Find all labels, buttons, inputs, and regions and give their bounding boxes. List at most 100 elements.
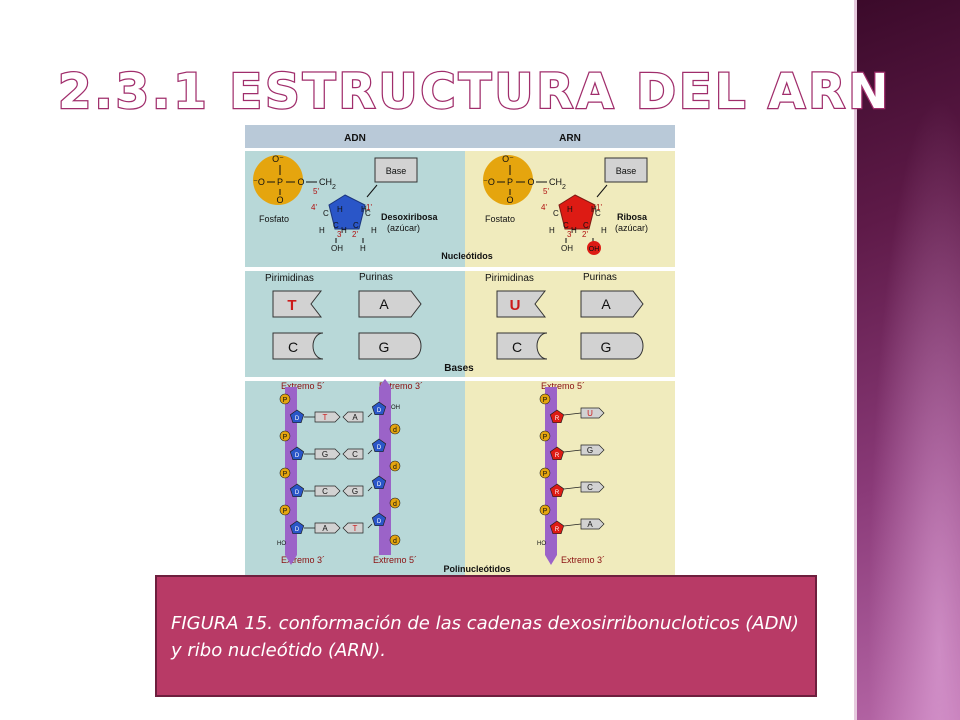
- svg-text:CH: CH: [319, 177, 332, 187]
- adn-end5-top: Extremo 5´: [281, 381, 325, 391]
- adn-sugar-2: [289, 483, 305, 498]
- arn-2oh-highlight: [587, 241, 601, 255]
- adn-sugar-note: (azúcar): [387, 223, 420, 233]
- arn-pyrimidines-label: Pirimidinas: [485, 273, 534, 284]
- adn-base-box: [374, 157, 418, 183]
- arn-5-ho: HO: [537, 541, 546, 547]
- svg-text:3': 3': [337, 230, 343, 239]
- svg-text:O: O: [506, 195, 513, 205]
- adn-sugar-label-3: D: [295, 527, 300, 533]
- adn-sugar-1: [289, 446, 305, 461]
- svg-text:C: C: [595, 209, 601, 218]
- adn-end3-bottom: Extremo 3´: [281, 555, 325, 565]
- adn-purine-g-shape: [358, 332, 422, 360]
- svg-text:OH: OH: [589, 246, 600, 253]
- adn-base-left-3-shape: [314, 522, 341, 534]
- svg-text:H: H: [601, 226, 607, 235]
- adn-phosphate-label-3: P: [283, 508, 288, 515]
- arn-header: ARN: [559, 133, 581, 144]
- header-band: [245, 125, 675, 148]
- svg-text:C: C: [323, 209, 329, 218]
- adn-comp-sugar-3: [371, 512, 387, 527]
- svg-text:C: C: [553, 209, 559, 218]
- adn-base-left-2: C: [322, 487, 328, 496]
- arn-end3-bottom: Extremo 3´: [561, 555, 605, 565]
- adn-comp-phosphate-label-0: d: [393, 427, 397, 434]
- svg-text:⁻O: ⁻O: [253, 177, 265, 187]
- slide-title: 2.3.1 ESTRUCTURA DEL ARN: [57, 63, 892, 122]
- arn-phosphate-circle: [483, 155, 533, 205]
- adn-sugar-label: Desoxiribosa: [381, 212, 439, 222]
- svg-text:⁻O: ⁻O: [483, 177, 495, 187]
- adn-sugar-0: [289, 409, 305, 424]
- adn-sugar-label-1: D: [295, 453, 300, 459]
- nucleotides-section-label: Nucleótidos: [441, 251, 493, 261]
- adn-pyrimidines-label: Pirimidinas: [265, 273, 314, 284]
- arn-bond-3: [563, 523, 582, 527]
- arn-pyrimidine-u-shape: [496, 290, 547, 318]
- svg-text:1': 1': [596, 203, 602, 212]
- svg-text:O: O: [276, 195, 283, 205]
- svg-text:2': 2': [582, 230, 588, 239]
- adn-deoxyribose-pentagon: [328, 194, 366, 230]
- adn-bond-right-2: [367, 486, 373, 492]
- adn-comp-sugar-2: [371, 475, 387, 490]
- adn-comp-phosphate-2: [389, 497, 401, 509]
- arn-phosphate-3: [539, 504, 551, 516]
- arn-sugar-label-3: R: [555, 527, 560, 533]
- svg-text:3': 3': [567, 230, 573, 239]
- adn-strand-5-backbone: [285, 387, 297, 565]
- adn-comp-sugar-label-3: D: [377, 519, 382, 525]
- arn-phosphate-label-3: P: [543, 508, 548, 515]
- adn-phosphate-label-1: P: [283, 434, 288, 441]
- decorative-sidebar: [856, 0, 960, 720]
- adn-base-left-1: G: [322, 450, 328, 459]
- sidebar-edge-line: [854, 0, 857, 720]
- arn-bond-0: [563, 412, 582, 416]
- arn-base-box: [604, 157, 648, 183]
- adn-phosphate-label-0: P: [283, 397, 288, 404]
- arn-sugar-2: [549, 483, 565, 498]
- adn-comp-phosphate-label-3: d: [393, 538, 397, 545]
- svg-text:H: H: [567, 205, 573, 214]
- arn-nucleotide: O⁻ ⁻O P O O CH 2 5' 4' 1' 3' 2' H C H C …: [483, 154, 648, 255]
- adn-comp-phosphate-1: [389, 460, 401, 472]
- adn-comp-phosphate-3: [389, 534, 401, 546]
- adn-phosphate-label: Fosfato: [259, 214, 289, 224]
- adn-end5-bottom: Extremo 5´: [373, 555, 417, 565]
- adn-bond-right-3: [367, 523, 373, 529]
- svg-text:H: H: [591, 205, 597, 214]
- adn-phosphate-1: [279, 430, 291, 442]
- adn-base-right-1-shape: [342, 448, 364, 460]
- adn-base-left-0-shape: [314, 411, 341, 423]
- arn-purine-a: A: [601, 296, 611, 312]
- arn-sugar-label-1: R: [555, 453, 560, 459]
- adn-strand-3-backbone: [379, 379, 391, 555]
- dna-rna-structure-figure: ADN ARN O⁻ ⁻O P O O CH 2 5' 4' 1' 3' 2' …: [245, 125, 675, 576]
- figure-caption: FIGURA 15. conformación de las cadenas d…: [171, 613, 799, 661]
- arn-base-0-shape: [580, 407, 605, 419]
- adn-base-right-3-shape: [342, 522, 364, 534]
- adn-header: ADN: [344, 133, 366, 144]
- polynucleotides-section-label: Polinucleótidos: [443, 564, 510, 574]
- svg-text:H: H: [360, 244, 366, 253]
- svg-text:O⁻: O⁻: [272, 154, 284, 164]
- svg-text:2': 2': [352, 230, 358, 239]
- adn-comp-sugar-1: [371, 438, 387, 453]
- arn-sugar-1: [549, 446, 565, 461]
- svg-text:H: H: [337, 205, 343, 214]
- svg-text:4': 4': [541, 203, 547, 212]
- svg-text:OH: OH: [331, 244, 343, 253]
- arn-bond-1: [563, 449, 582, 453]
- adn-nucleotide: O⁻ ⁻O P O O CH 2 5' 4' 1' 3' 2' H C H C …: [253, 154, 439, 253]
- adn-pyrimidine-t-shape: [272, 290, 323, 318]
- adn-pyrimidine-c: C: [288, 339, 298, 355]
- svg-text:H: H: [371, 226, 377, 235]
- caption-box: FIGURA 15. conformación de las cadenas d…: [155, 575, 817, 697]
- arn-sugar-3: [549, 520, 565, 535]
- arn-pyrimidine-u: U: [510, 297, 521, 314]
- arn-phosphate-0: [539, 393, 551, 405]
- svg-text:H: H: [549, 226, 555, 235]
- arn-phosphate-1: [539, 430, 551, 442]
